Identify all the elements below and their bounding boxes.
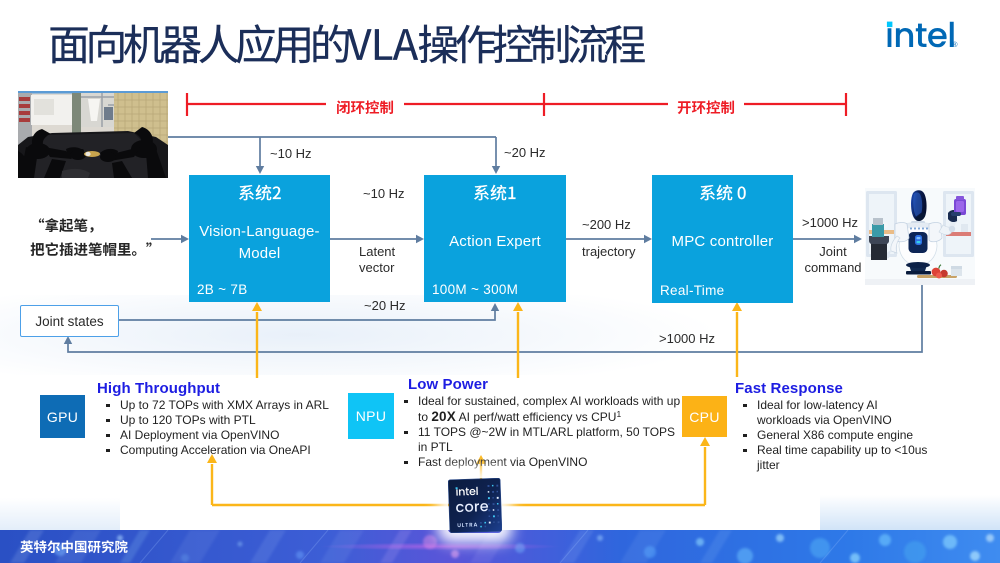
background-wash (0, 498, 120, 530)
system2-box: Vision-Language-Model 2B ~ 7B (189, 175, 330, 302)
flow-robot-to-js: >1000 Hz (659, 331, 716, 346)
instruction-line1 (38, 218, 94, 233)
cpu-bullet: Real time capability up to <10us jitter (742, 443, 931, 473)
gpu-bullet: Up to 120 TOPs with PTL (105, 413, 350, 428)
npu-bullet: Fast deployment via OpenVINO (403, 455, 684, 470)
flow-s2-s1-rate: ~10 Hz (363, 186, 405, 201)
hardware-mapping-lines (210, 312, 739, 507)
joint-states-label: Joint states (35, 313, 104, 329)
gpu-heading: High Throughput (97, 380, 221, 397)
joint-states-box: Joint states (20, 305, 119, 337)
background-wash (820, 495, 1000, 530)
flow-s0-robot-payload: Joint command (804, 244, 862, 275)
flow-js-to-s1: ~20 Hz (364, 298, 406, 313)
hardware-mapping-arrowheads (207, 302, 742, 464)
slide-title (50, 23, 645, 64)
intel-logo-wordmark (886, 21, 954, 48)
flow-s1-s0-rate: ~200 Hz (582, 217, 631, 232)
system1-tag: 100M ~ 300M (432, 282, 519, 297)
control-loop-brackets (185, 93, 848, 116)
humanoid-robot-photo (865, 188, 975, 285)
badge-core-wordmark (456, 503, 489, 513)
flow-s1-s0-payload: trajectory (582, 244, 636, 259)
npu-bullet-em: 20X (431, 409, 456, 424)
system1-body: Action Expert (449, 233, 541, 250)
npu-bullet: Ideal for sustained, complex AI workload… (403, 394, 684, 425)
badge-intel-wordmark (455, 486, 478, 496)
signal-arrowheads (63, 166, 862, 344)
system2-tag: 2B ~ 7B (197, 282, 248, 297)
badge-ultra-label (457, 522, 478, 528)
system0-box: MPC controller Real-Time (652, 175, 793, 303)
cpu-chip-label: CPU (689, 408, 720, 425)
system0-tag: Real-Time (660, 283, 725, 298)
npu-bullet-text: AI perf/watt efficiency vs CPU (455, 410, 617, 424)
instruction-line2 (30, 242, 152, 257)
lab-camera-photo (18, 91, 168, 178)
signal-lines (67, 136, 923, 353)
system2-title (238, 184, 281, 201)
flow-camera-to-system1: ~20 Hz (504, 145, 546, 160)
npu-heading: Low Power (408, 376, 489, 393)
cpu-chip: CPU (682, 396, 727, 437)
npu-bullets: Ideal for sustained, complex AI workload… (403, 394, 684, 470)
npu-bullet-sup: 1 (616, 409, 622, 419)
cpu-heading: Fast Response (735, 380, 843, 397)
gpu-chip-label: GPU (46, 408, 79, 425)
intel-logo: ® (885, 20, 960, 54)
registered-mark: ® (952, 40, 958, 49)
footer-bar (0, 530, 1000, 563)
system1-title (474, 184, 516, 201)
cpu-bullet: General X86 compute engine (742, 428, 931, 443)
system2-body: Vision-Language-Model (199, 223, 320, 262)
cpu-bullets: Ideal for low-latency AI workloads via O… (742, 398, 931, 473)
gpu-bullet: Up to 72 TOPs with XMX Arrays in ARL (105, 398, 350, 413)
npu-chip: NPU (348, 393, 394, 439)
gpu-bullet: Computing Acceleration via OneAPI (105, 443, 350, 458)
npu-bullet-text: Ideal for sustained, complex AI workload… (418, 394, 681, 424)
background-wash (0, 295, 1000, 375)
cpu-bullet: Ideal for low-latency AI workloads via O… (742, 398, 931, 428)
system0-title (699, 184, 746, 201)
system1-box: Action Expert 100M ~ 300M (424, 175, 566, 302)
npu-bullet: 11 TOPS @~2W in MTL/ARL platform, 50 TOP… (403, 425, 684, 455)
footer-org-label (20, 540, 128, 554)
flow-s2-s1-payload: Latent vector (359, 244, 396, 275)
gpu-chip: GPU (40, 395, 85, 438)
intel-core-ultra-badge (448, 478, 502, 533)
open-loop-label (677, 100, 735, 115)
closed-loop-label (337, 100, 394, 115)
npu-chip-label: NPU (355, 408, 387, 424)
flow-s0-robot-rate: >1000 Hz (802, 215, 859, 230)
gpu-bullets: Up to 72 TOPs with XMX Arrays in ARL Up … (105, 398, 350, 458)
gpu-bullet: AI Deployment via OpenVINO (105, 428, 350, 443)
system0-body: MPC controller (671, 233, 774, 250)
flow-camera-to-system2: ~10 Hz (270, 146, 312, 161)
